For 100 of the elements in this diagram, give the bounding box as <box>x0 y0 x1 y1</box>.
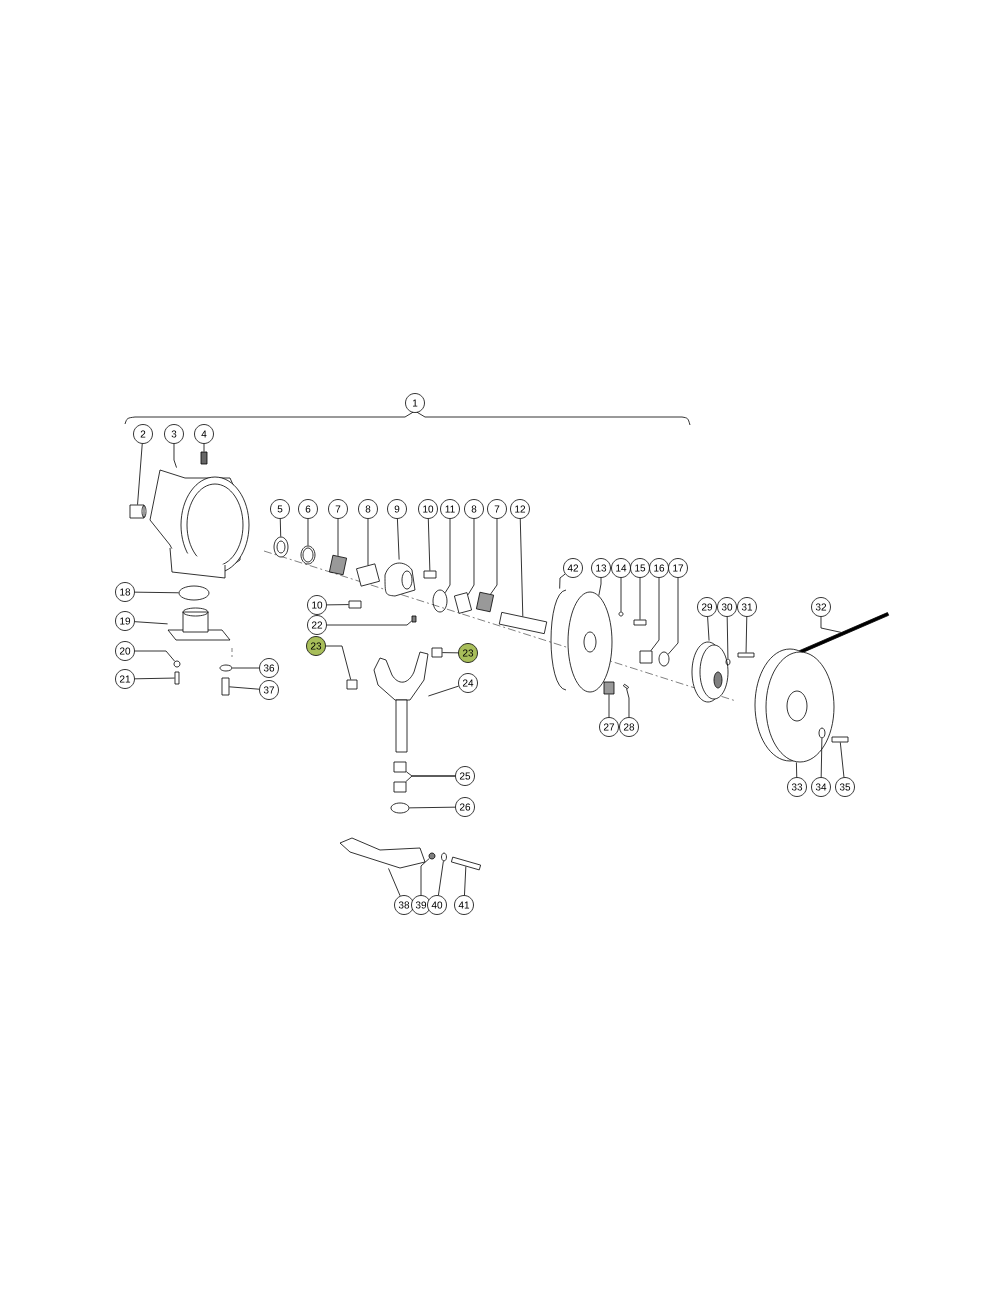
fork-shaft <box>373 651 429 753</box>
leader-line <box>598 577 602 597</box>
leader-line <box>405 775 456 782</box>
washer <box>219 664 233 672</box>
leader-line <box>173 443 177 468</box>
flange-housing <box>167 607 231 641</box>
callout-number: 4 <box>194 424 214 444</box>
leader-line <box>307 518 309 546</box>
callout-number: 13 <box>591 558 611 578</box>
lever <box>339 837 426 869</box>
bearing <box>639 650 653 664</box>
leader-line <box>467 518 475 596</box>
leader-line <box>820 616 842 633</box>
callout-number: 10 <box>418 499 438 519</box>
leader-line <box>325 645 352 680</box>
leader-line <box>620 577 622 612</box>
leader-line <box>326 604 349 606</box>
bolt <box>737 652 755 658</box>
shaft <box>498 611 548 635</box>
leader-line <box>134 677 175 680</box>
callout-number: 7 <box>328 499 348 519</box>
bushing <box>431 647 443 658</box>
callout-number: 2 <box>133 424 153 444</box>
bearing-cup <box>454 592 472 614</box>
callout-number: 15 <box>630 558 650 578</box>
leader-line <box>707 616 710 641</box>
leader-line <box>490 518 498 595</box>
o-ring <box>178 585 210 601</box>
stud <box>603 681 615 695</box>
callout-number: 7 <box>487 499 507 519</box>
washer <box>300 545 316 565</box>
callout-number: 37 <box>259 680 279 700</box>
callout-number: 12 <box>510 499 530 519</box>
callout-number: 16 <box>649 558 669 578</box>
callout-number: 1 <box>405 393 425 413</box>
callout-number: 28 <box>619 717 639 737</box>
leader-line <box>203 443 205 452</box>
callout-number: 19 <box>115 611 135 631</box>
leader-line <box>420 857 430 896</box>
leader-line <box>820 738 823 778</box>
callout-number: 40 <box>427 895 447 915</box>
leader-line <box>232 667 260 669</box>
callout-number: 23 <box>306 636 326 656</box>
leader-line <box>796 762 798 778</box>
bolt <box>450 856 482 871</box>
leader-line <box>134 591 179 594</box>
callout-number: 24 <box>458 673 478 693</box>
plug <box>200 451 208 465</box>
leader-line <box>427 518 431 571</box>
leader-line <box>326 620 412 626</box>
leader-line <box>559 573 566 589</box>
callout-number: 8 <box>358 499 378 519</box>
leader-line <box>137 443 143 505</box>
grub-screw <box>411 615 417 623</box>
leader-line <box>608 694 610 718</box>
washer <box>441 852 447 862</box>
leader-line <box>726 616 729 659</box>
belt <box>798 612 890 654</box>
callout-number: 18 <box>115 582 135 602</box>
callout-number: 3 <box>164 424 184 444</box>
pin <box>623 683 629 690</box>
callout-number: 33 <box>787 777 807 797</box>
leader-line <box>388 868 401 897</box>
callout-number: 14 <box>611 558 631 578</box>
callout-number: 6 <box>298 499 318 519</box>
leader-line <box>409 806 456 809</box>
callout-number: 23 <box>458 643 478 663</box>
bearing <box>476 591 494 613</box>
clutch-hub <box>691 641 729 703</box>
callout-number: 29 <box>697 597 717 617</box>
callout-number: 9 <box>387 499 407 519</box>
callout-number: 36 <box>259 658 279 678</box>
bearing <box>129 504 147 519</box>
callout-number: 35 <box>835 777 855 797</box>
callout-number: 32 <box>811 597 831 617</box>
leader-line <box>745 616 748 653</box>
leader-line <box>444 518 451 594</box>
callout-number: 27 <box>599 717 619 737</box>
bearing <box>329 554 347 576</box>
leader-line <box>442 652 459 654</box>
nut <box>173 660 181 668</box>
leader-line <box>367 518 369 566</box>
flange-plate <box>567 591 613 693</box>
bearing-cup <box>356 563 380 587</box>
seal <box>390 802 410 814</box>
screw <box>633 619 647 626</box>
housing <box>149 469 250 579</box>
nut <box>273 536 289 558</box>
nut <box>428 852 436 860</box>
bolt <box>221 677 230 696</box>
leader-line <box>397 518 400 560</box>
bearing-housing <box>384 562 416 597</box>
leader-line <box>134 650 176 662</box>
leader-line <box>134 621 168 625</box>
callout-number: 22 <box>307 615 327 635</box>
callout-number: 17 <box>668 558 688 578</box>
leader-line <box>839 742 845 778</box>
callout-number: 25 <box>455 766 475 786</box>
bearing <box>393 781 407 793</box>
leader-line <box>519 518 524 617</box>
